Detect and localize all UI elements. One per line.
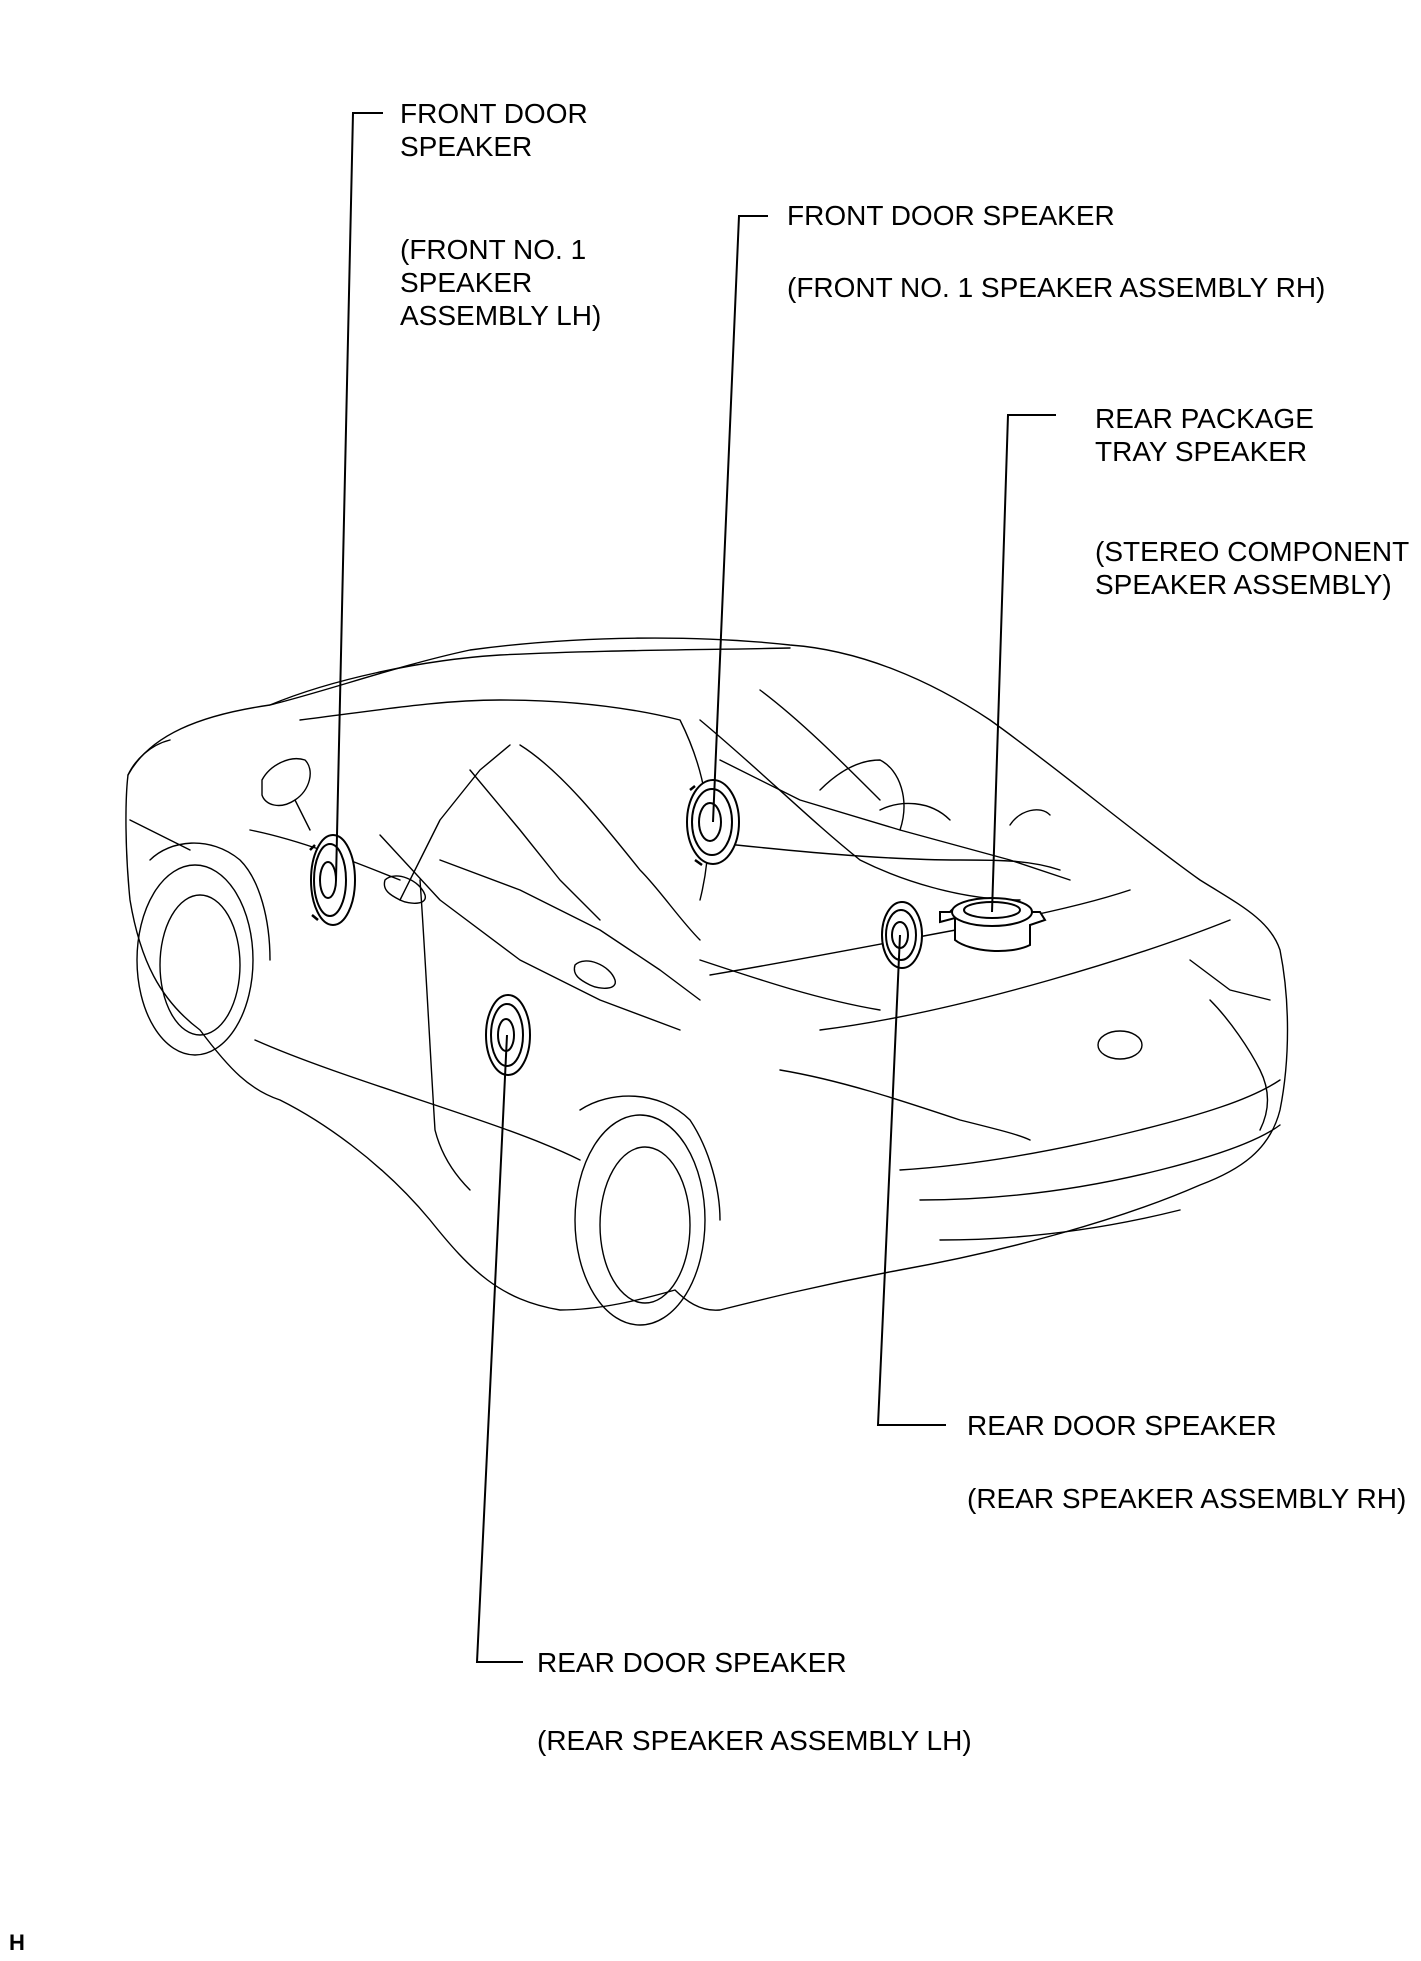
corner-mark: H <box>9 1930 25 1955</box>
vehicle-outline <box>125 637 1289 1326</box>
rear-left-speaker-name: REAR DOOR SPEAKER <box>537 1647 847 1678</box>
front-right-speaker-name: FRONT DOOR SPEAKER <box>787 200 1115 231</box>
front-left-part-line1: (FRONT NO. 1 <box>400 234 587 265</box>
front-left-part-line3: ASSEMBLY LH) <box>400 300 602 331</box>
front-left-speaker <box>309 834 356 926</box>
rear-package-speaker-name-line2: TRAY SPEAKER <box>1095 436 1308 467</box>
rear-right-speaker-name: REAR DOOR SPEAKER <box>967 1410 1277 1441</box>
rear-package-part-line1: (STEREO COMPONENT <box>1095 536 1410 567</box>
leader-rear-package <box>991 414 1056 913</box>
rear-right-part: (REAR SPEAKER ASSEMBLY RH) <box>967 1483 1407 1514</box>
rear-right-speaker <box>881 901 923 969</box>
rear-package-speaker-name-line1: REAR PACKAGE <box>1095 403 1314 434</box>
leader-lines <box>335 112 1056 1663</box>
front-left-part-line2: SPEAKER <box>400 267 533 298</box>
front-right-part: (FRONT NO. 1 SPEAKER ASSEMBLY RH) <box>787 272 1326 303</box>
leader-rear-left <box>475 1034 523 1663</box>
rear-package-part-line2: SPEAKER ASSEMBLY) <box>1095 569 1392 600</box>
leader-front-left <box>335 112 383 881</box>
leader-rear-right <box>876 934 946 1426</box>
leader-front-right <box>712 215 768 823</box>
rear-left-speaker <box>485 994 531 1076</box>
front-left-speaker-name-line2: SPEAKER <box>400 131 533 162</box>
front-right-speaker <box>686 779 740 867</box>
front-left-speaker-name-line1: FRONT DOOR <box>400 98 588 129</box>
rear-left-part: (REAR SPEAKER ASSEMBLY LH) <box>537 1725 972 1756</box>
